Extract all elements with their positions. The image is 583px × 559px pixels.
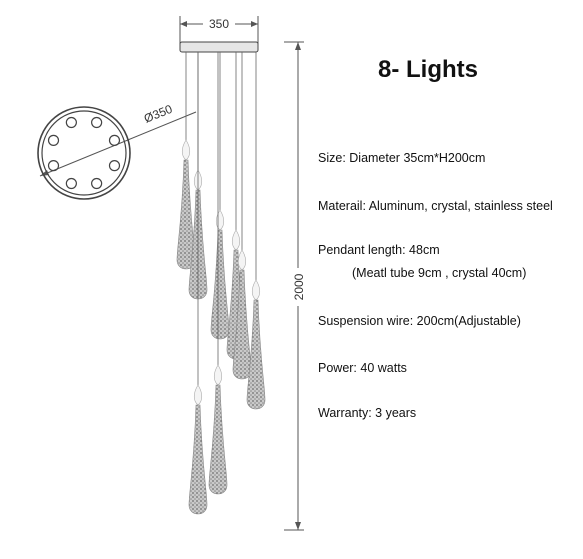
pendant-light bbox=[210, 52, 230, 340]
metal-tube bbox=[215, 209, 225, 231]
ring-diameter-label: Ø350 bbox=[142, 102, 175, 126]
pendant-lights bbox=[176, 52, 266, 515]
ring-hole bbox=[65, 116, 77, 129]
metal-tube bbox=[213, 364, 223, 386]
ring-top-view: Ø350 bbox=[37, 102, 197, 200]
height-dimension: 2000 bbox=[284, 41, 306, 531]
product-title: 8- Lights bbox=[378, 56, 478, 83]
crystal-drop bbox=[210, 229, 230, 340]
metal-tube bbox=[237, 249, 247, 271]
pendant-light bbox=[246, 52, 266, 410]
spec-suspension-wire: Suspension wire: 200cm(Adjustable) bbox=[318, 314, 521, 328]
metal-tube bbox=[231, 229, 241, 251]
pendant-light bbox=[232, 52, 252, 380]
crystal-drop bbox=[246, 299, 266, 410]
ring-hole bbox=[47, 160, 60, 172]
ring-hole bbox=[65, 177, 77, 190]
spec-power: Power: 40 watts bbox=[318, 361, 407, 375]
pendant-light bbox=[176, 52, 196, 270]
crystal-drop bbox=[232, 269, 252, 380]
ring-hole bbox=[108, 160, 121, 172]
metal-tube bbox=[251, 279, 261, 301]
spec-material: Materail: Aluminum, crystal, stainless s… bbox=[318, 199, 553, 213]
metal-tube bbox=[193, 384, 203, 406]
spec-pendant-detail: (Meatl tube 9cm , crystal 40cm) bbox=[352, 266, 527, 280]
ring-light-holes bbox=[47, 116, 121, 190]
ring-hole bbox=[91, 177, 103, 190]
spec-pendant-length: Pendant length: 48cm bbox=[318, 243, 440, 257]
crystal-drop bbox=[208, 384, 228, 495]
height-label: 2000 bbox=[292, 273, 306, 300]
canopy bbox=[179, 41, 259, 53]
canopy-width-dimension: 350 bbox=[179, 16, 259, 48]
pendant-light bbox=[208, 52, 228, 495]
ring-hole bbox=[47, 134, 60, 146]
crystal-drop bbox=[176, 159, 196, 270]
ring-hole bbox=[91, 116, 103, 129]
spec-size: Size: Diameter 35cm*H200cm bbox=[318, 151, 486, 165]
spec-warranty: Warranty: 3 years bbox=[318, 406, 417, 420]
crystal-drop bbox=[188, 404, 208, 515]
ring-hole bbox=[108, 134, 121, 146]
canopy-width-label: 350 bbox=[209, 17, 229, 31]
pendant-light bbox=[188, 52, 208, 515]
metal-tube bbox=[181, 139, 191, 161]
